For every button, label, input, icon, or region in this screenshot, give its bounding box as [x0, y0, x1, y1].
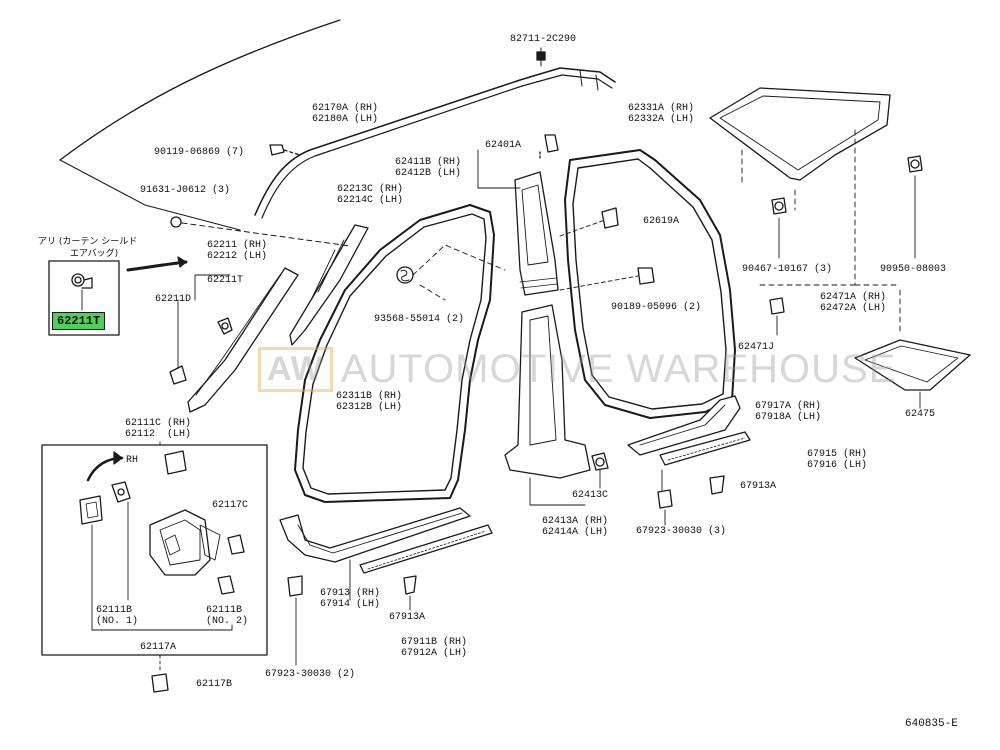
label-90950: 90950-08003 — [880, 264, 947, 275]
screw-93568 — [396, 244, 506, 301]
label-90189: 90189-05096 (2) — [611, 302, 702, 313]
label-93568: 93568-55014 (2) — [374, 314, 465, 325]
label-67913A-center: 67913A — [389, 612, 426, 623]
label-62619A: 62619A — [643, 216, 680, 227]
clip-62471J — [769, 297, 785, 315]
label-90467: 90467-10167 (3) — [742, 264, 833, 275]
clip-62211T-icon — [71, 273, 93, 289]
airbag-note-line2: エアバッグ) — [70, 249, 119, 259]
clip-90119 — [269, 144, 301, 156]
label-91631: 91631-J0612 (3) — [140, 185, 231, 196]
label-62111C: 62111C (RH) 62112 (LH) — [125, 418, 192, 440]
clip-62211T — [217, 317, 233, 335]
front-pillar-upper — [289, 224, 369, 346]
clip-67923-right — [657, 489, 673, 509]
label-67915: 67915 (RH) 67916 (LH) — [807, 449, 868, 471]
front-pillar-garnish — [187, 267, 299, 413]
label-62413C: 62413C — [572, 490, 609, 501]
clip-62117C — [227, 534, 245, 555]
center-pillar-lower-trim — [504, 304, 591, 479]
airbag-note-line1: アリ (カーテン シールド — [38, 237, 138, 247]
label-62411B: 62411B (RH) 62412B (LH) — [395, 157, 462, 179]
label-62211T: 62211T — [207, 275, 244, 286]
clip-90950 — [907, 155, 923, 173]
label-62117B: 62117B — [196, 679, 233, 690]
rear-door-weatherstrip — [564, 149, 736, 419]
label-62413A: 62413A (RH) 62414A (LH) — [542, 516, 609, 538]
roof-edge — [59, 159, 241, 231]
bracket-62117A — [79, 495, 103, 525]
label-62311B: 62311B (RH) 62312B (LH) — [336, 391, 403, 413]
clip-91631 — [170, 216, 351, 247]
clip-62401A — [539, 134, 559, 161]
inset-rh-label: RH — [126, 455, 139, 466]
label-62471A: 62471A (RH) 62472A (LH) — [820, 292, 887, 314]
label-67913A-right: 67913A — [740, 481, 777, 492]
center-pillar-upper-trim — [514, 171, 559, 296]
clip-62413C — [591, 452, 609, 471]
label-62117C: 62117C — [212, 500, 249, 511]
label-90119: 90119-06869 (7) — [154, 147, 245, 158]
label-62211: 62211 (RH) 62212 (LH) — [207, 240, 268, 262]
nut-90189 — [637, 267, 655, 285]
clip-67913A-right — [709, 475, 725, 495]
label-62475: 62475 — [905, 409, 936, 420]
label-67913: 67913 (RH) 67914 (LH) — [320, 588, 381, 610]
cover-piece — [164, 450, 187, 475]
label-62471J: 62471J — [738, 342, 775, 353]
clip-67923-left — [287, 575, 303, 597]
front-scuff-plate — [279, 507, 471, 563]
clip-62111B-no2 — [217, 575, 235, 595]
label-62213C: 62213C (RH) 62214C (LH) — [337, 184, 404, 206]
bracket-assembly — [149, 509, 221, 576]
rear-door-scuff — [659, 431, 751, 466]
diagram-id: 640835-E — [905, 718, 958, 730]
front-door-weatherstrip — [294, 204, 495, 503]
roof-outline — [59, 19, 341, 161]
label-62111B-no1: 62111B (NO. 1) — [96, 605, 139, 627]
highlighted-part-label[interactable]: 62211T — [52, 312, 106, 330]
label-67917A: 67917A (RH) 67918A (LH) — [755, 401, 822, 423]
clip-90467 — [771, 197, 787, 215]
rear-mat — [854, 339, 971, 391]
clip-62117B — [151, 673, 169, 693]
bracket-62211D — [169, 365, 187, 385]
label-67923-left: 67923-30030 (2) — [265, 669, 356, 680]
label-62211D: 62211D — [155, 294, 192, 305]
label-67911B: 67911B (RH) 67912A (LH) — [401, 637, 468, 659]
clip-62111B — [111, 481, 131, 503]
airbag-arrow — [126, 260, 188, 272]
label-62401A: 62401A — [485, 140, 522, 151]
label-62170A: 62170A (RH) 62180A (LH) — [312, 103, 379, 125]
clip-67913A-center — [403, 575, 417, 595]
label-82711: 82711-2C290 — [510, 34, 577, 45]
label-62117A: 62117A — [140, 642, 177, 653]
label-62331A: 62331A (RH) 62332A (LH) — [628, 103, 695, 125]
label-67923-right: 67923-30030 (3) — [636, 526, 727, 537]
clip-62619A — [601, 207, 619, 229]
label-62111B-no2: 62111B (NO. 2) — [206, 605, 249, 627]
roof-side-garnish — [254, 67, 616, 216]
rear-quarter-upper-panel — [709, 87, 891, 181]
